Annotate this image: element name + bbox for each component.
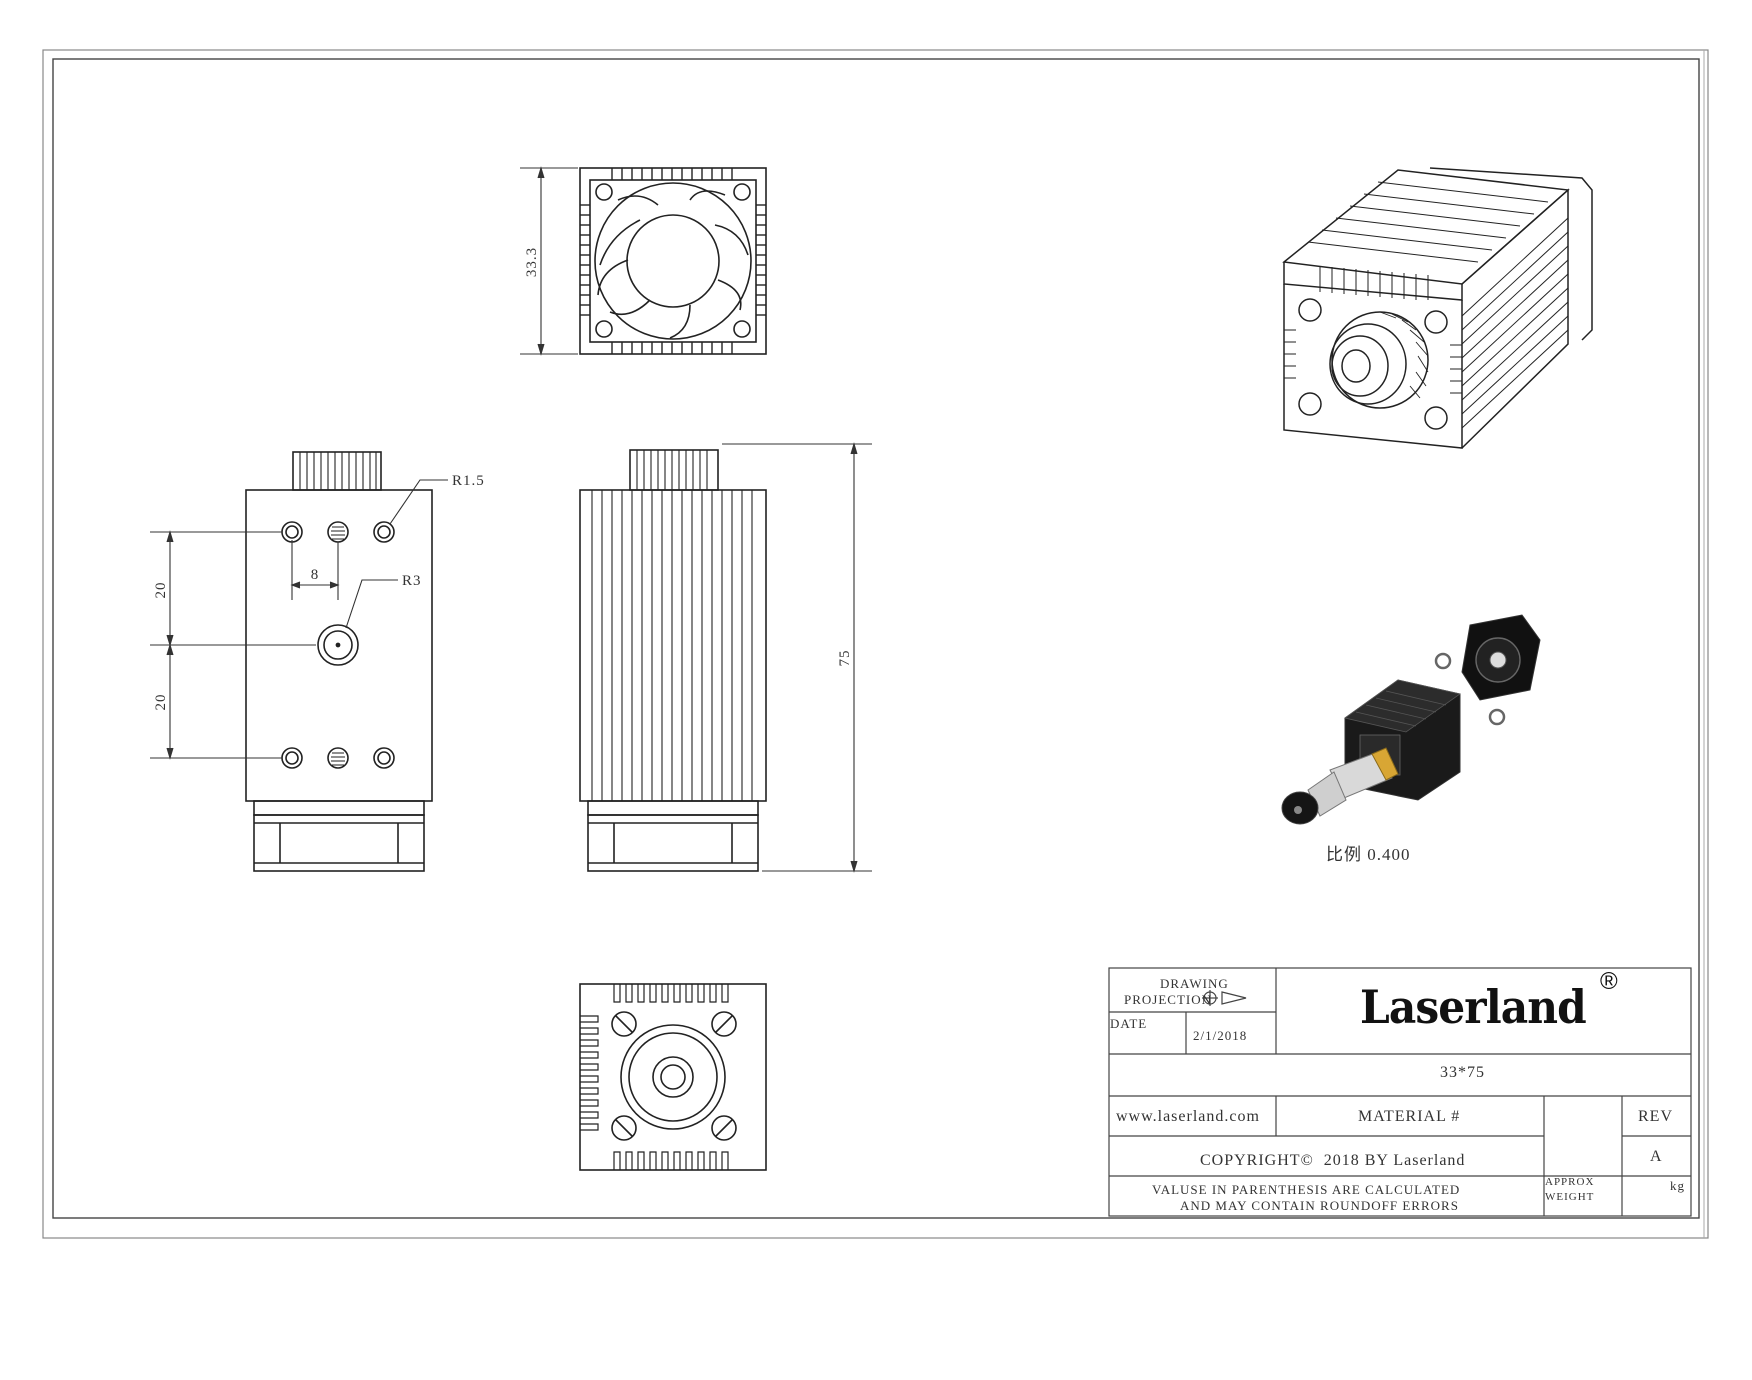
- material-label: MATERIAL #: [1358, 1108, 1461, 1125]
- dim-hole-spacing-label: 8: [311, 567, 320, 583]
- isometric-view: [1282, 167, 1593, 449]
- dim-small-radius-label: R1.5: [452, 473, 485, 489]
- copyright-text: 2018 BY Laserland: [1323, 1152, 1466, 1169]
- scale-note: 比例 0.400: [1326, 845, 1411, 864]
- weight-unit: kg: [1670, 1178, 1685, 1193]
- date-value: 2/1/2018: [1193, 1028, 1248, 1043]
- brand-logo: Laserland: [1360, 980, 1587, 1034]
- registered-mark: ®: [1600, 968, 1618, 995]
- dim-center-radius-label: R3: [402, 573, 422, 589]
- note-line2: AND MAY CONTAIN ROUNDOFF ERRORS: [1180, 1198, 1459, 1213]
- weight-line2: WEIGHT: [1545, 1191, 1595, 1203]
- copyright-prefix: COPYRIGHT: [1200, 1152, 1301, 1169]
- drawing-projection-line1: DRAWING: [1160, 976, 1229, 991]
- dimension-side-length: [722, 442, 872, 873]
- dim-top-height-label: 33.3: [524, 247, 540, 277]
- inner-border: [52, 58, 1700, 1219]
- date-label: DATE: [1110, 1016, 1148, 1031]
- dim-side-length-label: 75: [837, 650, 853, 667]
- front-view: [245, 451, 433, 872]
- dim-lower-pitch-label: 20: [153, 694, 169, 711]
- dim-upper-pitch-label: 20: [153, 582, 169, 599]
- outer-border: [42, 49, 1709, 1239]
- website: www.laserland.com: [1116, 1108, 1260, 1125]
- bottom-view: [579, 983, 767, 1171]
- exploded-view: [1281, 614, 1541, 825]
- rev-label: REV: [1638, 1108, 1673, 1125]
- dimension-top-height: [520, 166, 578, 356]
- copyright-line: COPYRIGHT© 2018 BY Laserland: [1200, 1152, 1465, 1170]
- side-view: [579, 449, 767, 872]
- part-size: 33*75: [1440, 1064, 1485, 1081]
- front-view-dimensions: [150, 479, 448, 760]
- weight-line1: APPROX: [1545, 1176, 1595, 1188]
- top-view-fan: [579, 167, 767, 355]
- copyright-symbol: ©: [1300, 1152, 1314, 1169]
- title-block-frame: [1108, 967, 1692, 1217]
- drawing-projection-line2: PROJECTION: [1124, 992, 1213, 1007]
- note-line1: VALUSE IN PARENTHESIS ARE CALCULATED: [1152, 1182, 1461, 1197]
- rev-value: A: [1650, 1148, 1663, 1165]
